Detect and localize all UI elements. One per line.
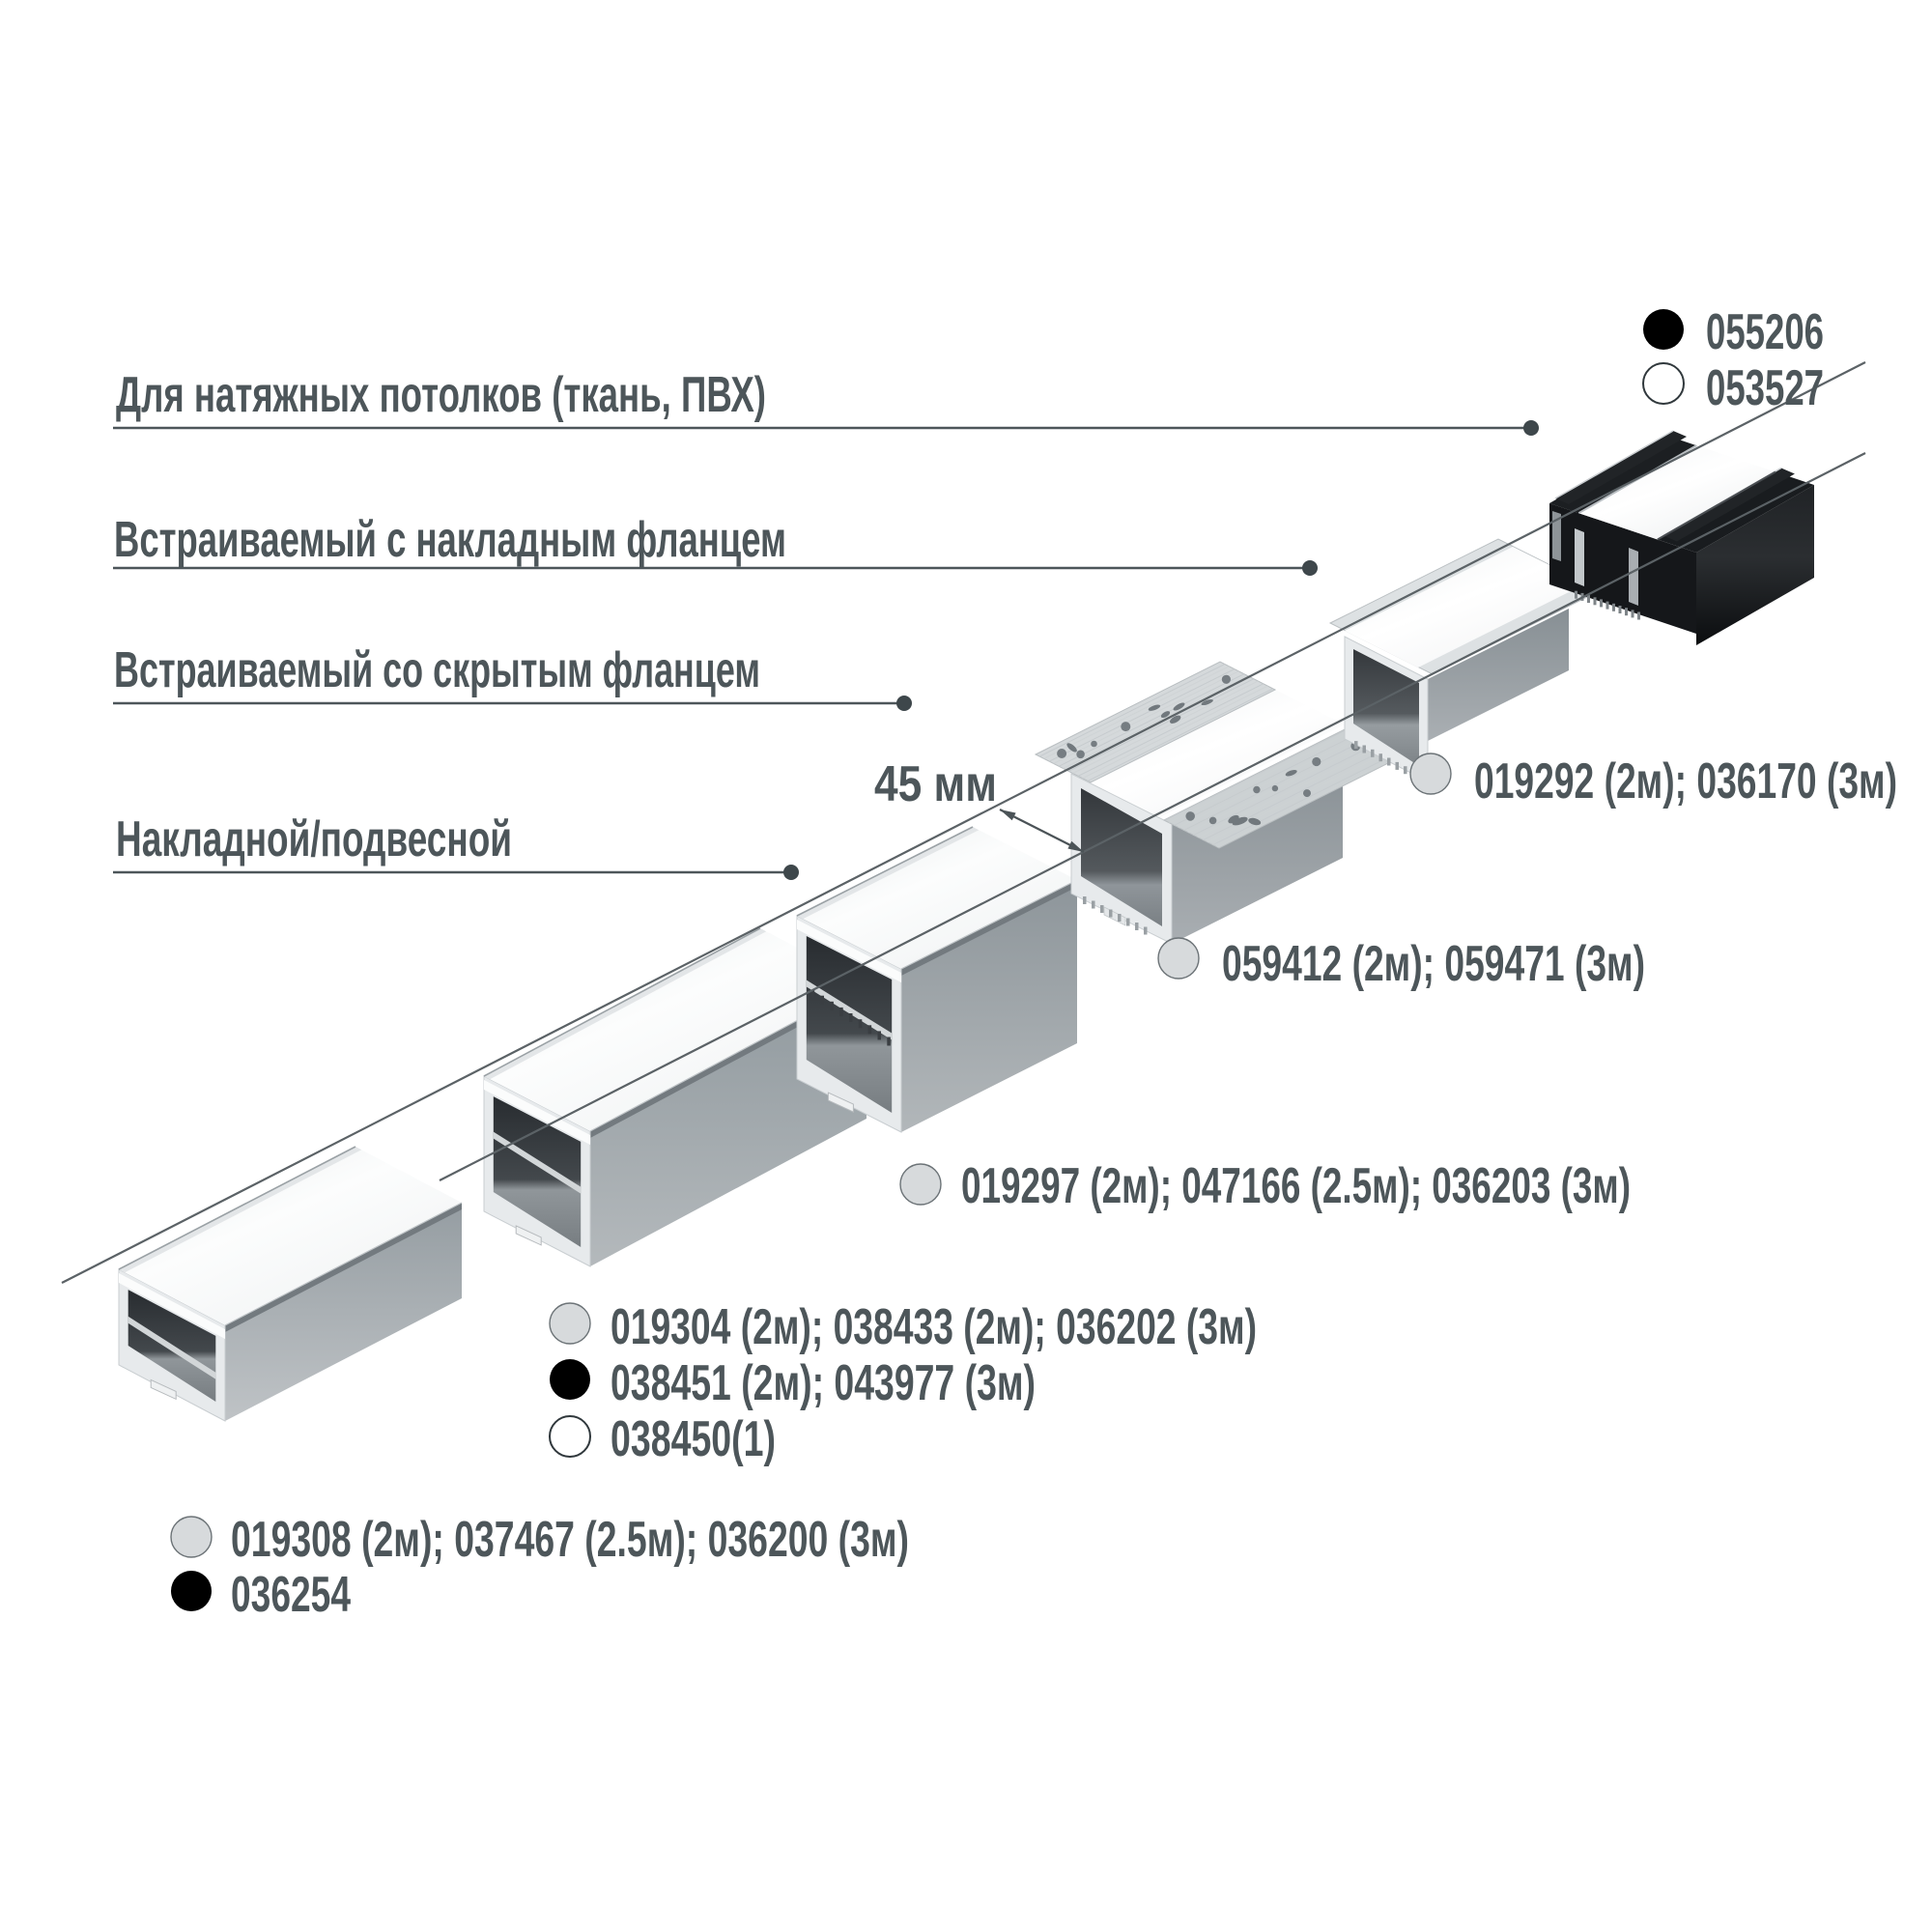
svg-text:019308 (2м); 037467 (2.5м); 03: 019308 (2м); 037467 (2.5м); 036200 (3м) [231,1512,909,1568]
svg-text:45 мм: 45 мм [874,756,997,812]
svg-text:036254: 036254 [231,1567,351,1623]
svg-text:Для натяжных потолков (ткань,: Для натяжных потолков (ткань, ПВХ) [116,367,766,423]
svg-text:059412 (2м); 059471 (3м): 059412 (2м); 059471 (3м) [1222,936,1645,992]
svg-text:Встраиваемый со скрытым фланце: Встраиваемый со скрытым фланцем [114,642,760,698]
svg-text:Встраиваемый с накладным фланц: Встраиваемый с накладным фланцем [114,512,786,568]
svg-text:038450(1): 038450(1) [611,1411,776,1467]
svg-text:019304 (2м); 038433 (2м); 0362: 019304 (2м); 038433 (2м); 036202 (3м) [611,1299,1257,1355]
svg-text:019292 (2м); 036170 (3м): 019292 (2м); 036170 (3м) [1474,753,1897,810]
svg-text:055206: 055206 [1706,304,1824,360]
svg-text:038451 (2м); 043977 (3м): 038451 (2м); 043977 (3м) [611,1355,1036,1411]
svg-text:Накладной/подвесной: Накладной/подвесной [116,811,512,867]
svg-text:019297 (2м); 047166 (2.5м); 03: 019297 (2м); 047166 (2.5м); 036203 (3м) [961,1158,1631,1214]
svg-text:053527: 053527 [1706,360,1824,416]
